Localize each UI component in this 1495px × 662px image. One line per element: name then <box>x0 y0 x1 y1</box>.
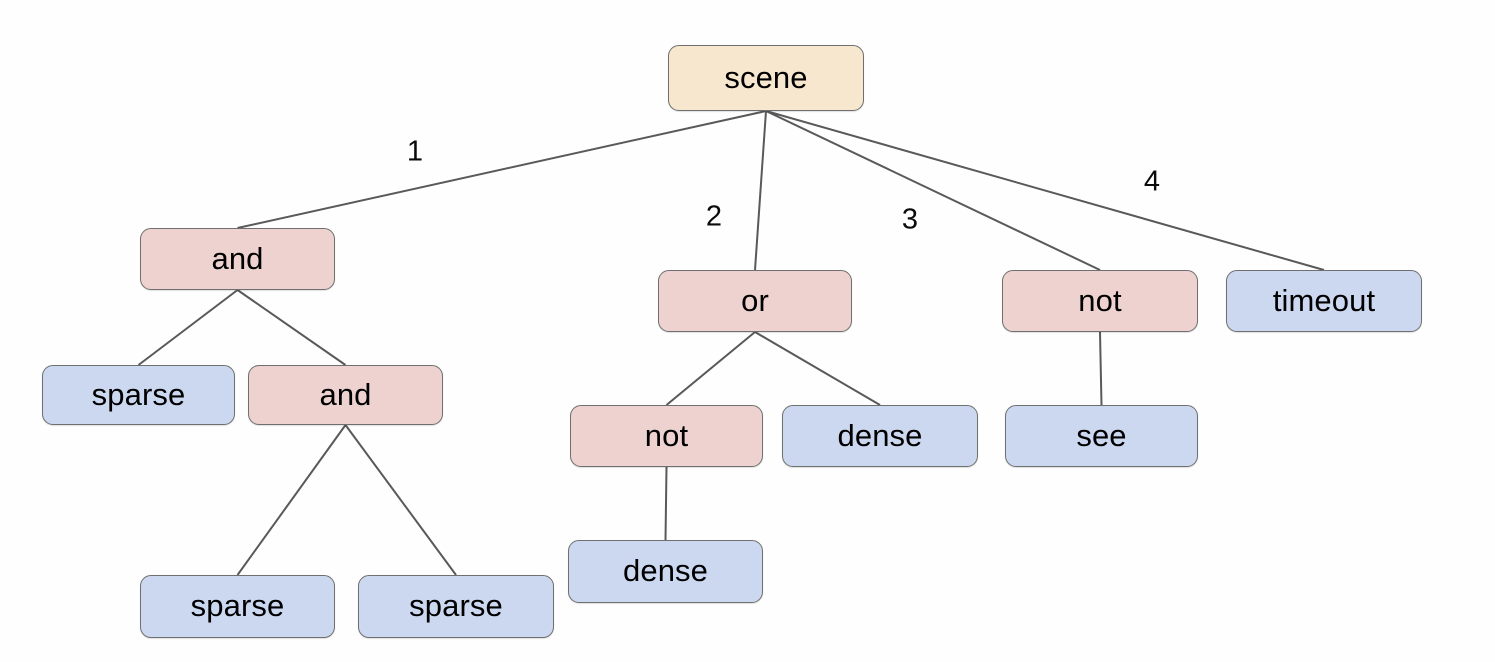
tree-node-and2[interactable]: and <box>248 365 443 425</box>
tree-node-see[interactable]: see <box>1005 405 1198 467</box>
tree-node-label: or <box>741 282 769 318</box>
tree-node-sparse3[interactable]: sparse <box>358 575 554 638</box>
tree-edge <box>1099 331 1103 406</box>
tree-node-not2[interactable]: not <box>570 405 763 467</box>
edge-label-2: 2 <box>705 200 723 233</box>
tree-node-label: sparse <box>190 588 285 623</box>
tree-node-label: sparse <box>409 588 503 623</box>
edge-label-4: 4 <box>1143 165 1161 198</box>
tree-node-scene[interactable]: scene <box>668 45 864 111</box>
tree-node-label: scene <box>724 59 808 95</box>
edge-label-1: 1 <box>406 135 424 168</box>
tree-node-label: and <box>211 240 264 276</box>
tree-node-label: and <box>319 376 372 412</box>
tree-edge <box>137 289 239 366</box>
tree-node-label: sparse <box>91 376 186 412</box>
tree-edge <box>236 289 347 366</box>
tree-node-label: see <box>1076 417 1127 453</box>
tree-node-and1[interactable]: and <box>140 228 335 290</box>
tree-node-or1[interactable]: or <box>658 270 852 332</box>
tree-edge <box>754 331 881 406</box>
tree-edge <box>765 110 1325 271</box>
tree-node-label: dense <box>623 553 708 588</box>
tree-node-label: not <box>644 417 689 453</box>
tree-node-timeout[interactable]: timeout <box>1226 270 1422 332</box>
tree-node-dense1[interactable]: dense <box>782 405 978 467</box>
tree-node-sparse1[interactable]: sparse <box>42 365 235 425</box>
tree-edge <box>664 466 668 541</box>
tree-edge <box>344 424 457 576</box>
tree-edge <box>236 424 347 576</box>
tree-node-sparse2[interactable]: sparse <box>140 575 335 638</box>
tree-edge <box>665 331 756 406</box>
tree-node-not1[interactable]: not <box>1002 270 1198 332</box>
tree-edge <box>237 110 767 229</box>
tree-node-label: not <box>1078 282 1122 318</box>
tree-node-dense2[interactable]: dense <box>568 540 763 603</box>
edge-label-3: 3 <box>901 203 919 236</box>
tree-edge <box>765 110 1101 271</box>
tree-node-label: dense <box>837 417 923 453</box>
tree-node-label: timeout <box>1272 282 1376 318</box>
tree-edge <box>754 110 767 271</box>
